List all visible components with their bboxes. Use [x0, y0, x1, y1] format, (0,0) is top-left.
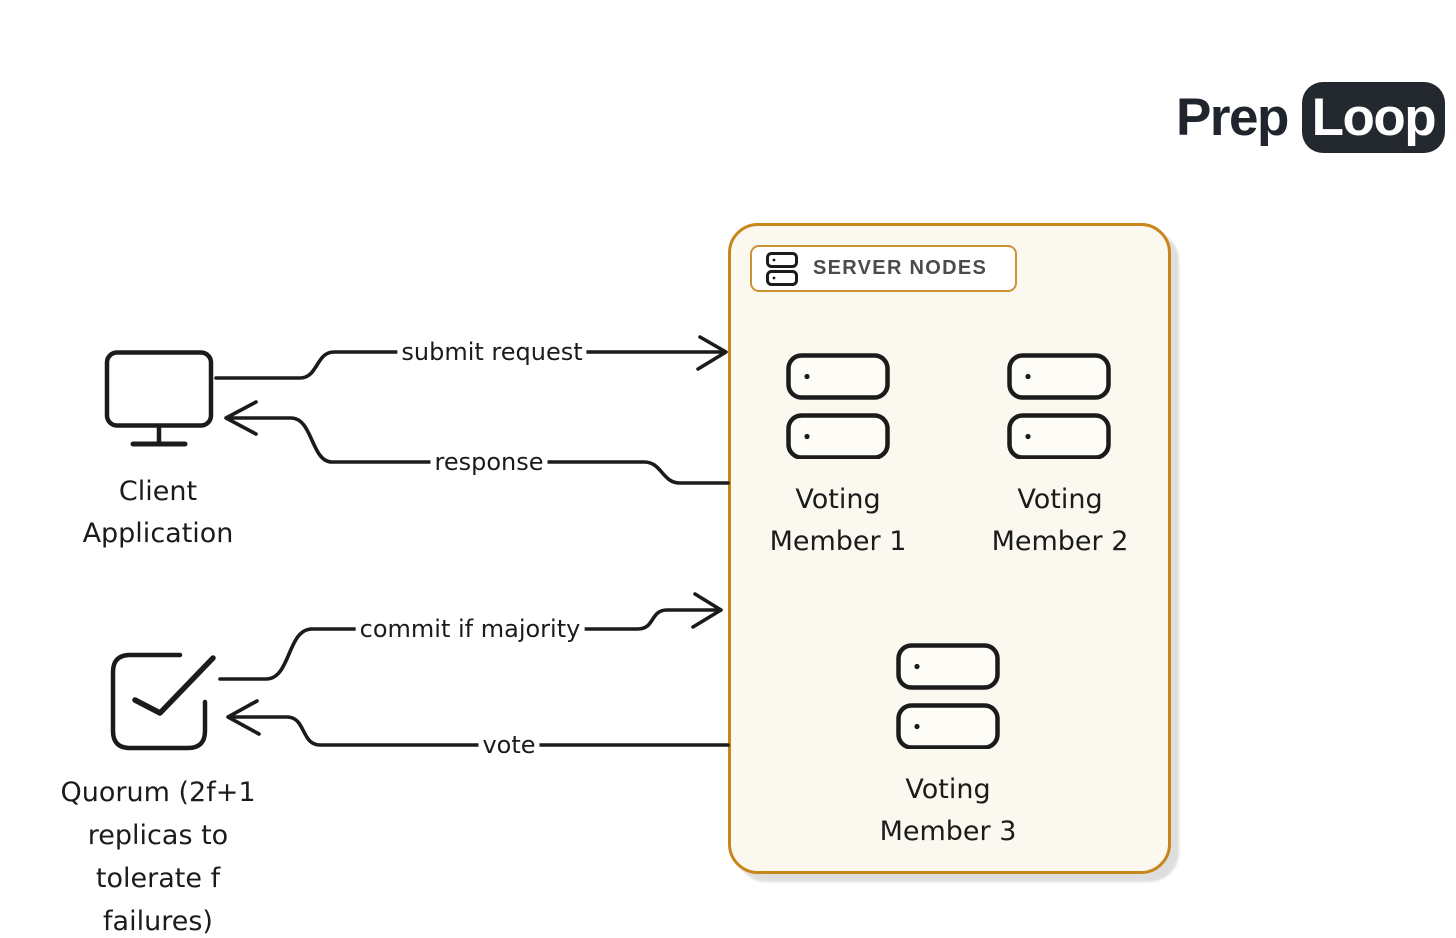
server-nodes-title: SERVER NODES	[813, 257, 988, 279]
server-icon-member-2	[1007, 353, 1111, 459]
server-stack-icon	[766, 251, 798, 286]
submit-request-label: submit request	[397, 338, 587, 366]
member-3-label-line2: Member 3	[879, 816, 1017, 847]
monitor-icon	[104, 350, 214, 447]
prep-loop-logo: Prep Loop	[1176, 82, 1445, 153]
logo-badge: Loop	[1301, 82, 1445, 153]
member-2-label-line2: Member 2	[991, 526, 1129, 557]
server-icon-member-3	[896, 643, 1000, 749]
member-3-label: Voting Member 3	[848, 769, 1048, 853]
quorum-label-line3: tolerate f	[95, 863, 221, 894]
commit-if-majority-label: commit if majority	[355, 615, 585, 643]
checkbox-check-icon	[110, 652, 216, 751]
quorum-label: Quorum (2f+1 replicas to tolerate f fail…	[8, 771, 308, 938]
quorum-label-line4: failures)	[103, 906, 213, 937]
quorum-label-line1: Quorum (2f+1	[60, 777, 256, 808]
logo-text-loop: Loop	[1311, 88, 1437, 147]
quorum-label-line2: replicas to	[87, 820, 229, 851]
member-2-label-line1: Voting	[1017, 484, 1103, 515]
server-nodes-header: SERVER NODES	[750, 245, 1017, 292]
server-nodes-panel: SERVER NODES	[728, 223, 1171, 874]
vote-label: vote	[478, 731, 540, 759]
client-label: Client Application	[58, 471, 258, 555]
member-3-label-line1: Voting	[905, 774, 991, 805]
client-label-line1: Client	[118, 476, 198, 507]
client-label-line2: Application	[82, 518, 234, 549]
logo-text-prep: Prep	[1176, 88, 1289, 147]
member-2-label: Voting Member 2	[960, 479, 1160, 563]
response-label: response	[430, 448, 548, 476]
member-1-label-line2: Member 1	[769, 526, 907, 557]
member-1-label-line1: Voting	[795, 484, 881, 515]
member-1-label: Voting Member 1	[738, 479, 938, 563]
server-icon-member-1	[786, 353, 890, 459]
